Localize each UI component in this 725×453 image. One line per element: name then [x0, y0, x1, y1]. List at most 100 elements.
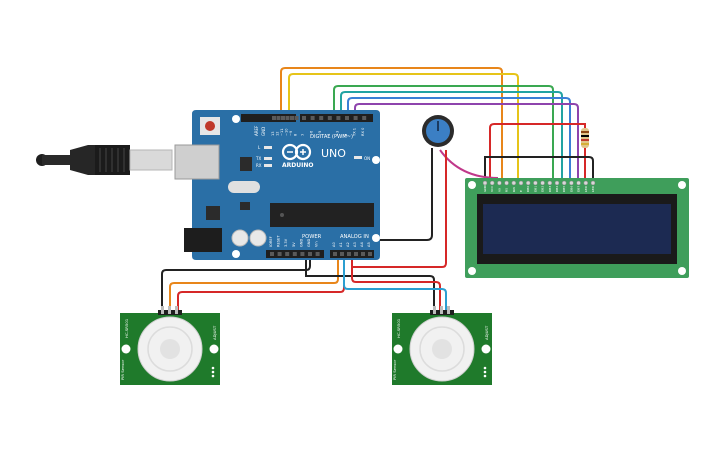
wire-red-pir-left[interactable] [177, 252, 345, 310]
wires [161, 67, 594, 310]
digital-pin[interactable] [290, 116, 294, 120]
wire-purple-d2[interactable] [354, 103, 579, 182]
digital-pin[interactable] [272, 116, 276, 120]
digital-pin-label: ~11 [280, 128, 284, 136]
arduino-uno-board[interactable]: ARDUINO UNO DIGITAL (PWM~) POWER ANALOG … [174, 110, 380, 260]
pir-pin[interactable] [161, 306, 164, 314]
lcd-pin[interactable] [489, 180, 495, 186]
wire-yellow-d11[interactable] [288, 73, 519, 182]
digital-pin-label: 2 [344, 134, 348, 136]
pir-pin[interactable] [440, 306, 443, 314]
mount-hole [232, 115, 240, 123]
lcd-pin[interactable] [576, 180, 581, 186]
pir-pin[interactable] [447, 306, 450, 314]
digital-pin[interactable] [362, 116, 367, 120]
wire-red-pot[interactable] [351, 150, 447, 268]
digital-pin-label: TX 1 [353, 128, 357, 137]
pir-adjust-knob-icon[interactable] [121, 344, 131, 354]
power-pin[interactable] [285, 252, 290, 256]
l-led [264, 146, 272, 149]
wire-blue-d3[interactable] [347, 97, 571, 182]
lcd-pin-label: LED [591, 185, 595, 192]
rx-label: RX [256, 163, 262, 168]
digital-pin[interactable] [319, 116, 324, 120]
lcd-pin[interactable] [504, 180, 509, 186]
potentiometer[interactable] [422, 115, 454, 147]
pir-adjust-label: ADJUST [212, 325, 217, 340]
wire-red-pir-right[interactable] [351, 252, 441, 310]
lcd-pin[interactable] [590, 180, 596, 186]
pir-adjust-knob-icon[interactable] [209, 344, 219, 354]
digital-pin[interactable] [281, 116, 285, 120]
reset-button[interactable] [205, 121, 215, 131]
lcd-pin[interactable] [554, 180, 560, 186]
pir-adjust-knob-icon[interactable] [393, 344, 403, 354]
pir-adjust-label: ADJUST [484, 325, 489, 340]
lcd-pin[interactable] [533, 180, 538, 186]
lcd-pin[interactable] [525, 180, 531, 186]
power-pin[interactable] [315, 252, 320, 256]
wire-red-resistor[interactable] [489, 123, 586, 182]
analog-pin[interactable] [340, 252, 344, 256]
wire-black-pir-right[interactable] [305, 252, 435, 310]
lcd-pin[interactable] [569, 180, 574, 186]
wire-black-pot[interactable] [372, 148, 433, 241]
wire-black-pir-left[interactable] [161, 252, 311, 310]
on-label: ON [364, 156, 370, 161]
wire-black-lcd-gnd[interactable] [484, 156, 594, 182]
pir-adjust-knob-icon[interactable] [481, 344, 491, 354]
digital-pin[interactable] [353, 116, 358, 120]
digital-pin[interactable] [336, 116, 341, 120]
digital-pin[interactable] [276, 116, 281, 120]
analog-pin[interactable] [354, 252, 358, 256]
wire-blue-pir-right[interactable] [343, 252, 447, 310]
digital-pin-label: RX 0 [361, 127, 365, 136]
lcd-mount-hole [468, 181, 476, 189]
digital-pin[interactable] [285, 116, 290, 120]
lcd-pin-label: RW [512, 187, 516, 192]
power-pin[interactable] [300, 252, 305, 256]
analog-pin[interactable] [368, 252, 372, 256]
usb-cable[interactable] [36, 145, 173, 175]
analog-header [330, 250, 374, 258]
analog-label: ANALOG IN [340, 234, 369, 240]
power-pin[interactable] [308, 252, 312, 256]
pir-pin[interactable] [433, 306, 436, 314]
lcd-pin[interactable] [547, 180, 553, 186]
pir-jumper-pin [483, 370, 487, 374]
lcd-pin[interactable] [497, 180, 502, 186]
wire-green-d5[interactable] [333, 85, 554, 182]
pir-pin[interactable] [168, 306, 171, 314]
digital-pin[interactable] [302, 116, 306, 120]
power-pin[interactable] [292, 252, 297, 256]
power-pin[interactable] [270, 252, 274, 256]
wire-orange-pir-left[interactable] [169, 252, 339, 310]
lcd-pin[interactable] [540, 180, 545, 186]
pir-type-label: PIR Sensor [392, 359, 397, 380]
lcd-pin[interactable] [511, 180, 517, 186]
pir-pin[interactable] [175, 306, 178, 314]
wire-orange-d12[interactable] [280, 67, 503, 182]
digital-pin[interactable] [294, 116, 299, 120]
analog-pin[interactable] [347, 252, 351, 256]
digital-pin[interactable] [310, 116, 315, 120]
lcd-pin[interactable] [561, 180, 567, 186]
lcd-pin[interactable] [518, 180, 524, 186]
digital-header-high [241, 114, 296, 122]
wire-teal-d4[interactable] [340, 91, 563, 182]
power-pin[interactable] [277, 252, 282, 256]
resistor[interactable] [581, 128, 589, 148]
power-pin-label: GND [307, 239, 311, 247]
wire-pink-pot-v0[interactable] [439, 149, 499, 179]
pir-dome-ring [147, 326, 193, 372]
digital-pin[interactable] [327, 116, 332, 120]
digital-pin[interactable] [345, 116, 349, 120]
analog-pin-label: A5 [367, 242, 371, 247]
analog-pin[interactable] [361, 252, 365, 256]
lcd-pin[interactable] [482, 180, 488, 186]
analog-pin[interactable] [333, 252, 337, 256]
lcd-pin[interactable] [583, 180, 589, 186]
